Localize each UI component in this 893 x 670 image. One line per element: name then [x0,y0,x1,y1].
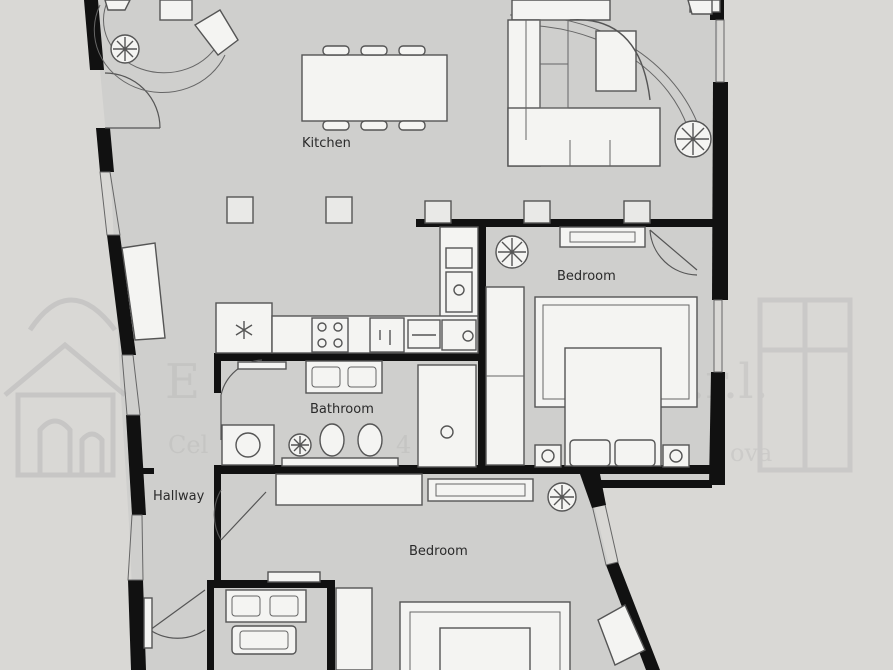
plant-icon [674,120,712,158]
wardrobe [275,473,423,506]
nightstand-left [534,444,562,468]
bedroom-1-furniture: Bedroom [485,226,698,468]
dishwasher-icon [441,319,477,351]
washing-machine [221,424,275,466]
dining-table [301,54,448,122]
room-label-bathroom: Bathroom [310,402,374,417]
nightstand-right [662,444,690,468]
toilet [357,423,383,457]
watermark-building-icon [757,297,853,473]
watermark: E .r.l. Cel 4 ova [3,297,853,478]
double-sink [225,589,307,623]
room-label-kitchen: Kitchen [302,136,351,151]
bathtub [231,625,297,655]
room-label-hallway: Hallway [153,489,205,504]
doors [104,72,698,639]
cooktop-icon [311,317,349,353]
desk [427,478,534,502]
double-sink [305,360,383,394]
armchair-right [193,9,239,56]
room-label-bedroom-2: Bedroom [409,544,468,559]
watermark-name-left: E [165,354,200,410]
plant-icon [110,34,140,64]
coffee-table [595,30,637,92]
columns [226,196,651,224]
interior-walls [140,219,714,670]
bedroom-2-furniture: Bedroom [267,473,646,670]
armchair [159,0,193,21]
desk [559,226,646,248]
armchair [597,604,646,666]
coffee-machine-icon [369,317,405,353]
sink-icon [445,247,473,269]
watermark-line-right: ova [730,439,772,467]
counter-shelf [281,457,399,467]
kitchen-counter [215,226,479,354]
radiator [267,571,321,583]
room-label-bedroom-1: Bedroom [557,269,616,284]
watermark-house-icon [3,297,127,478]
shower [417,364,477,468]
fridge-snowflake-icon [235,321,253,339]
radiator [143,597,153,649]
dining-chairs [322,45,426,131]
watermark-name-right: .r.l. [690,354,769,410]
oven-icon [407,319,441,349]
plant-icon [547,482,577,512]
living-area-furniture: Kitchen [93,0,713,167]
second-bathroom-fixtures [143,587,373,670]
radiator [237,361,287,370]
watermark-line-left: Cel [168,431,208,459]
bathroom-fixtures: Bathroom [221,360,477,468]
hallway-bench [121,242,166,341]
bed [439,627,531,670]
plant-icon [288,433,312,457]
watermark-line-mid: 4 [396,431,411,459]
bidet [319,423,345,457]
wardrobe [335,587,373,670]
plant-icon [495,235,529,269]
exterior-walls [84,0,728,670]
